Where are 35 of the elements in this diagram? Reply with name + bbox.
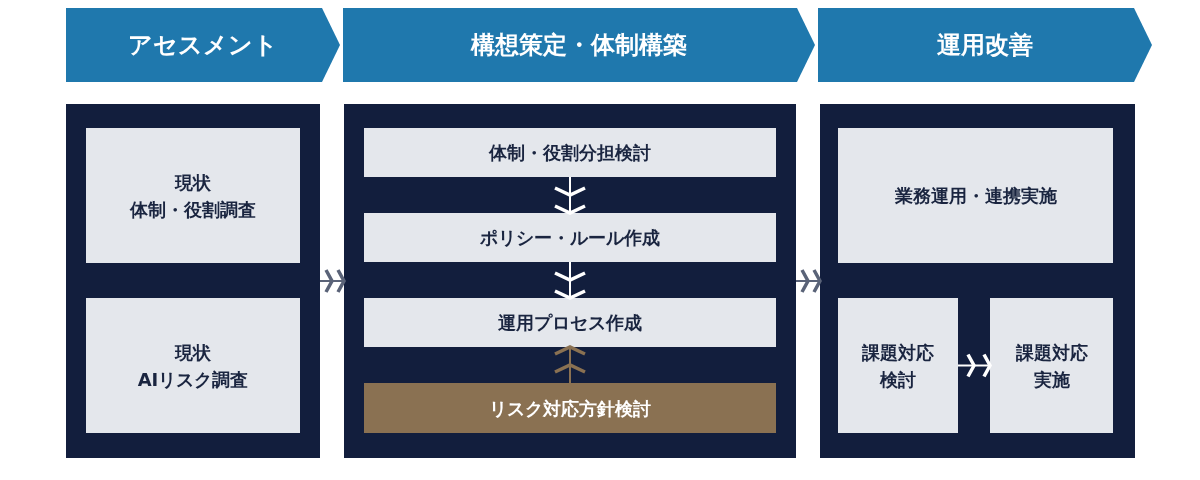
task-box <box>838 128 1113 263</box>
chevron-arrow <box>554 261 586 300</box>
task-label: 業務運用・連携実施 <box>894 184 1057 208</box>
task-label: 運用プロセス作成 <box>498 311 642 335</box>
chevron-arrow <box>795 269 822 293</box>
chevron-arrow <box>554 176 586 215</box>
step-label: 構想策定・体制構築 <box>471 30 687 61</box>
task-box <box>86 128 300 263</box>
phase-header <box>66 8 340 82</box>
task-label: 体制・役割調査 <box>130 197 256 222</box>
phase-header <box>818 8 1152 82</box>
task-label: AIリスク調査 <box>137 367 249 392</box>
phase-panel <box>66 104 320 458</box>
chevron-arrow <box>957 353 992 378</box>
task-box <box>364 383 776 433</box>
phase-panel <box>344 104 796 458</box>
task-box <box>990 298 1113 433</box>
phase-header <box>343 8 815 82</box>
task-label: ポリシー・ルール作成 <box>480 226 660 250</box>
task-label: 現状 <box>175 170 211 195</box>
task-box <box>86 298 300 433</box>
task-label: 現状 <box>175 340 211 365</box>
step-label: 運用改善 <box>937 30 1033 61</box>
task-label: 体制・役割分担検討 <box>489 141 651 165</box>
task-box <box>838 298 958 433</box>
chevron-arrow <box>319 269 346 293</box>
task-box <box>364 213 776 262</box>
step-label: アセスメント <box>128 30 278 61</box>
task-label: 課題対応検討 <box>861 340 935 392</box>
task-box <box>364 298 776 347</box>
task-box <box>364 128 776 177</box>
task-label: リスク対応方針検討 <box>489 396 651 421</box>
chevron-arrow <box>554 345 586 384</box>
task-label: 課題対応実施 <box>1014 340 1089 392</box>
phase-panel <box>820 104 1135 458</box>
